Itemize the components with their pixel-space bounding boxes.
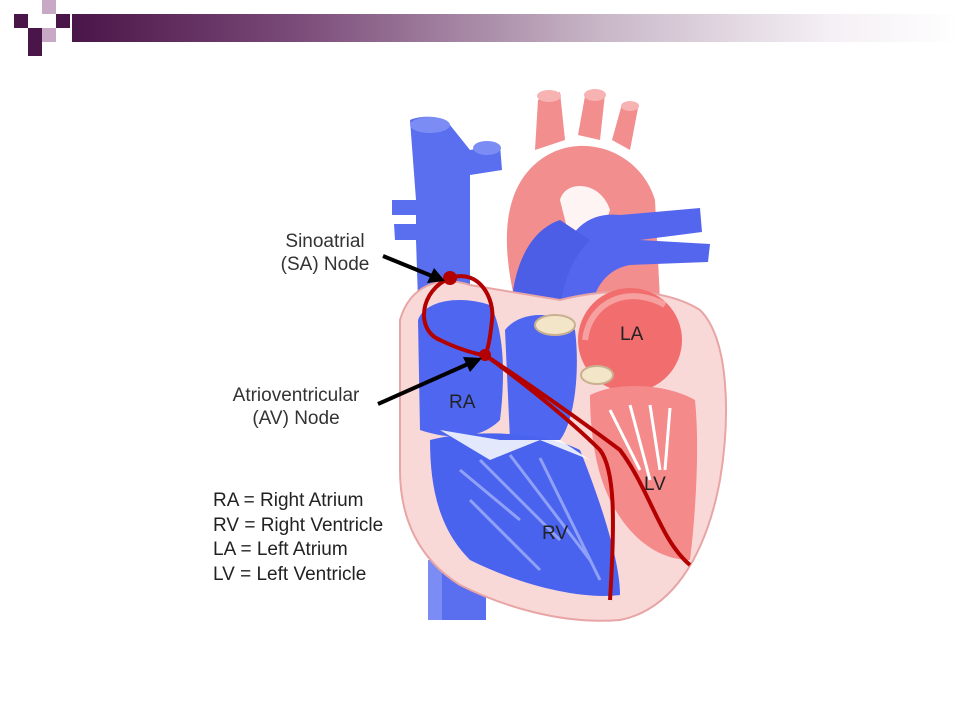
sa-label-line1: Sinoatrial (285, 231, 365, 252)
legend-item-la: LA = Left Atrium (213, 539, 348, 560)
legend: RA = Right Atrium RV = Right Ventricle L… (213, 489, 383, 587)
legend-item-lv: LV = Left Ventricle (213, 563, 367, 585)
slide-title-bar (0, 0, 960, 60)
right-ventricle (430, 430, 620, 596)
av-label-line1: Atrioventricular (232, 385, 360, 406)
chamber-label-rv: RV (542, 523, 569, 544)
valves (534, 314, 614, 385)
decor-square (28, 28, 42, 42)
chamber-label-lv: LV (644, 474, 666, 495)
conduction-pathway (422, 274, 692, 601)
chamber-label-ra: RA (449, 392, 476, 413)
left-ventricle (590, 385, 698, 560)
decor-square (42, 28, 56, 42)
sa-label-line2: (SA) Node (280, 254, 370, 275)
arrow-sa (382, 254, 445, 283)
chamber-label-la: LA (620, 324, 644, 345)
decor-square (28, 42, 42, 56)
sa-node-label: Sinoatrial (SA) Node (270, 230, 380, 276)
decor-square (42, 0, 56, 14)
decor-square (56, 14, 70, 28)
legend-item-ra: RA = Right Atrium (213, 490, 364, 511)
legend-item-rv: RV = Right Ventricle (213, 514, 384, 536)
arrow-av (377, 357, 482, 406)
decor-square (14, 14, 28, 28)
title-gradient-bar (72, 14, 960, 42)
av-node-label: Atrioventricular (AV) Node (216, 384, 376, 430)
av-label-line2: (AV) Node (252, 408, 340, 429)
sa-node (443, 271, 457, 285)
